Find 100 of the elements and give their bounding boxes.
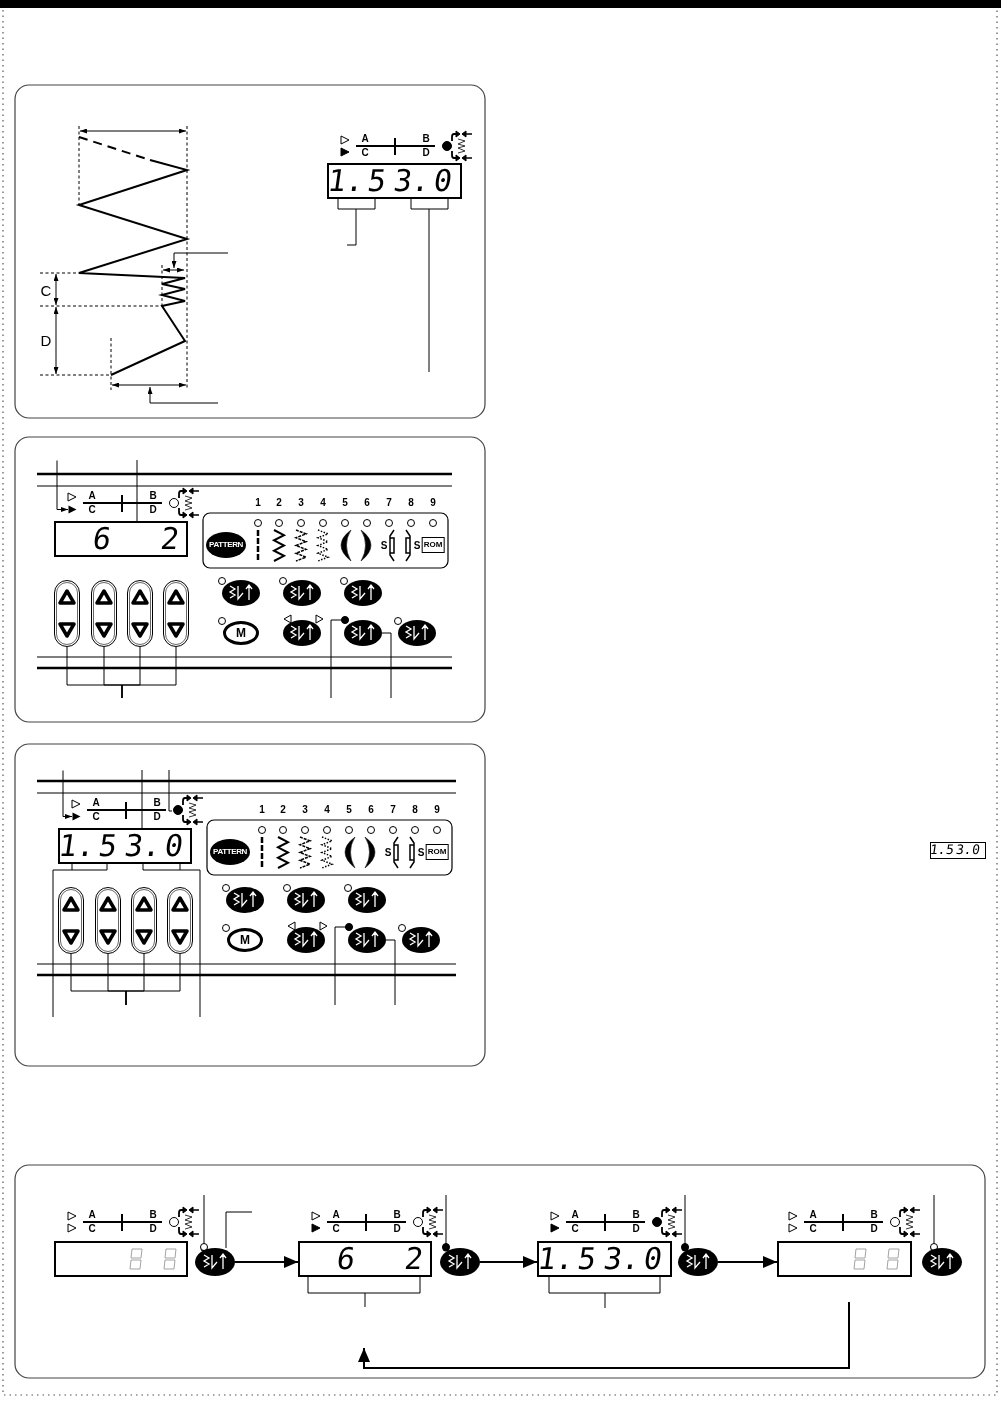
triangle-icon <box>68 505 77 514</box>
leader-line <box>136 459 138 522</box>
stitch-letter: S <box>380 541 388 551</box>
dimension-label: D <box>40 332 52 348</box>
display-digit: 3. <box>954 842 973 856</box>
display-digit: 0 <box>642 1243 665 1274</box>
leader-line <box>125 953 181 1006</box>
pattern-number: 8 <box>408 498 414 508</box>
display-digit: 1. <box>928 842 947 856</box>
dimension-label: C <box>40 282 52 298</box>
function-button <box>348 927 386 953</box>
pattern-number: 8 <box>412 805 418 815</box>
pattern-number: 9 <box>434 805 440 815</box>
function-button <box>226 887 264 913</box>
pattern-number: 1 <box>255 498 261 508</box>
scale-letter: A <box>361 134 369 144</box>
function-button <box>402 927 440 953</box>
flow-arrow <box>480 1256 537 1268</box>
up-down-key <box>91 580 117 647</box>
digit-display <box>298 1241 432 1277</box>
display-digit: 2 <box>402 1243 425 1274</box>
pattern-number: 4 <box>320 498 326 508</box>
digit-display <box>537 1241 672 1277</box>
pattern-number: 7 <box>386 498 392 508</box>
leader-line <box>410 198 449 373</box>
up-down-key <box>131 887 157 954</box>
scale-letter: C <box>92 812 100 822</box>
pattern-number: 3 <box>302 805 308 815</box>
pattern-number: 2 <box>276 498 282 508</box>
scale-letter: B <box>393 1210 401 1220</box>
rom-label: ROM <box>425 844 449 860</box>
leader-line <box>337 198 376 246</box>
pattern-number: 7 <box>390 805 396 815</box>
leader-line <box>142 863 201 1018</box>
function-button <box>678 1248 718 1276</box>
up-down-key <box>54 580 80 647</box>
function-button <box>348 887 386 913</box>
scale-letter: A <box>92 798 100 808</box>
scale-letter: B <box>870 1210 878 1220</box>
scale-letter: A <box>88 1210 96 1220</box>
scale-letter: A <box>809 1210 817 1220</box>
display-digit: 1. <box>325 165 367 196</box>
up-down-key <box>58 887 84 954</box>
function-button <box>344 580 382 606</box>
scale-letter: A <box>332 1210 340 1220</box>
digit-display <box>58 828 192 864</box>
up-down-key <box>127 580 153 647</box>
leader-line <box>442 1194 450 1252</box>
display-digit: 6 <box>335 1243 358 1274</box>
leader-line <box>52 863 108 1018</box>
digit-display <box>777 1241 912 1277</box>
display-digit: 5 <box>945 842 955 856</box>
pattern-button: PATTERN <box>210 839 250 865</box>
leader-line <box>681 1194 689 1252</box>
function-button <box>287 887 325 913</box>
function-button <box>283 580 321 606</box>
function-button <box>440 1248 480 1276</box>
display-digit: 2 <box>158 523 181 554</box>
scale-letter: B <box>422 134 430 144</box>
pattern-number: 5 <box>342 498 348 508</box>
pattern-button: PATTERN <box>206 532 246 558</box>
function-button <box>195 1248 235 1276</box>
leader-line <box>141 769 143 829</box>
digit-display <box>54 1241 188 1277</box>
scale-letter: B <box>149 491 157 501</box>
stitch-letter: S <box>417 848 425 858</box>
pattern-number: 5 <box>346 805 352 815</box>
scale-letter: B <box>149 1210 157 1220</box>
leader-line <box>548 1276 661 1309</box>
triangle-icon <box>72 812 81 821</box>
display-digit: 5 <box>96 830 119 861</box>
pattern-number: 9 <box>430 498 436 508</box>
display-digit: 0 <box>162 830 185 861</box>
display-digit: 0 <box>971 842 981 856</box>
digit-display <box>54 521 188 557</box>
pattern-number: 1 <box>259 805 265 815</box>
display-digit: 3. <box>392 165 433 196</box>
memory-button: M <box>223 621 259 645</box>
function-button <box>344 620 382 646</box>
scale-letter: B <box>153 798 161 808</box>
pattern-number: 3 <box>298 498 304 508</box>
leader-line <box>385 939 396 1006</box>
scale-letter: B <box>632 1210 640 1220</box>
up-down-key <box>95 887 121 954</box>
display-digit: 6 <box>91 523 114 554</box>
stitch-letter: S <box>413 541 421 551</box>
up-down-key <box>167 887 193 954</box>
leader-line <box>200 1194 208 1252</box>
pattern-number: 2 <box>280 805 286 815</box>
pattern-number: 6 <box>368 805 374 815</box>
flow-arrow <box>718 1256 777 1268</box>
rom-label: ROM <box>421 537 445 553</box>
function-button <box>398 620 436 646</box>
leader-line <box>121 646 177 699</box>
pattern-number: 6 <box>364 498 370 508</box>
display-digit: 1. <box>535 1243 577 1274</box>
leader-line <box>307 1276 421 1308</box>
display-digit: 1. <box>56 830 97 861</box>
display-digit: 5 <box>575 1243 599 1274</box>
leader-line <box>225 1211 253 1249</box>
